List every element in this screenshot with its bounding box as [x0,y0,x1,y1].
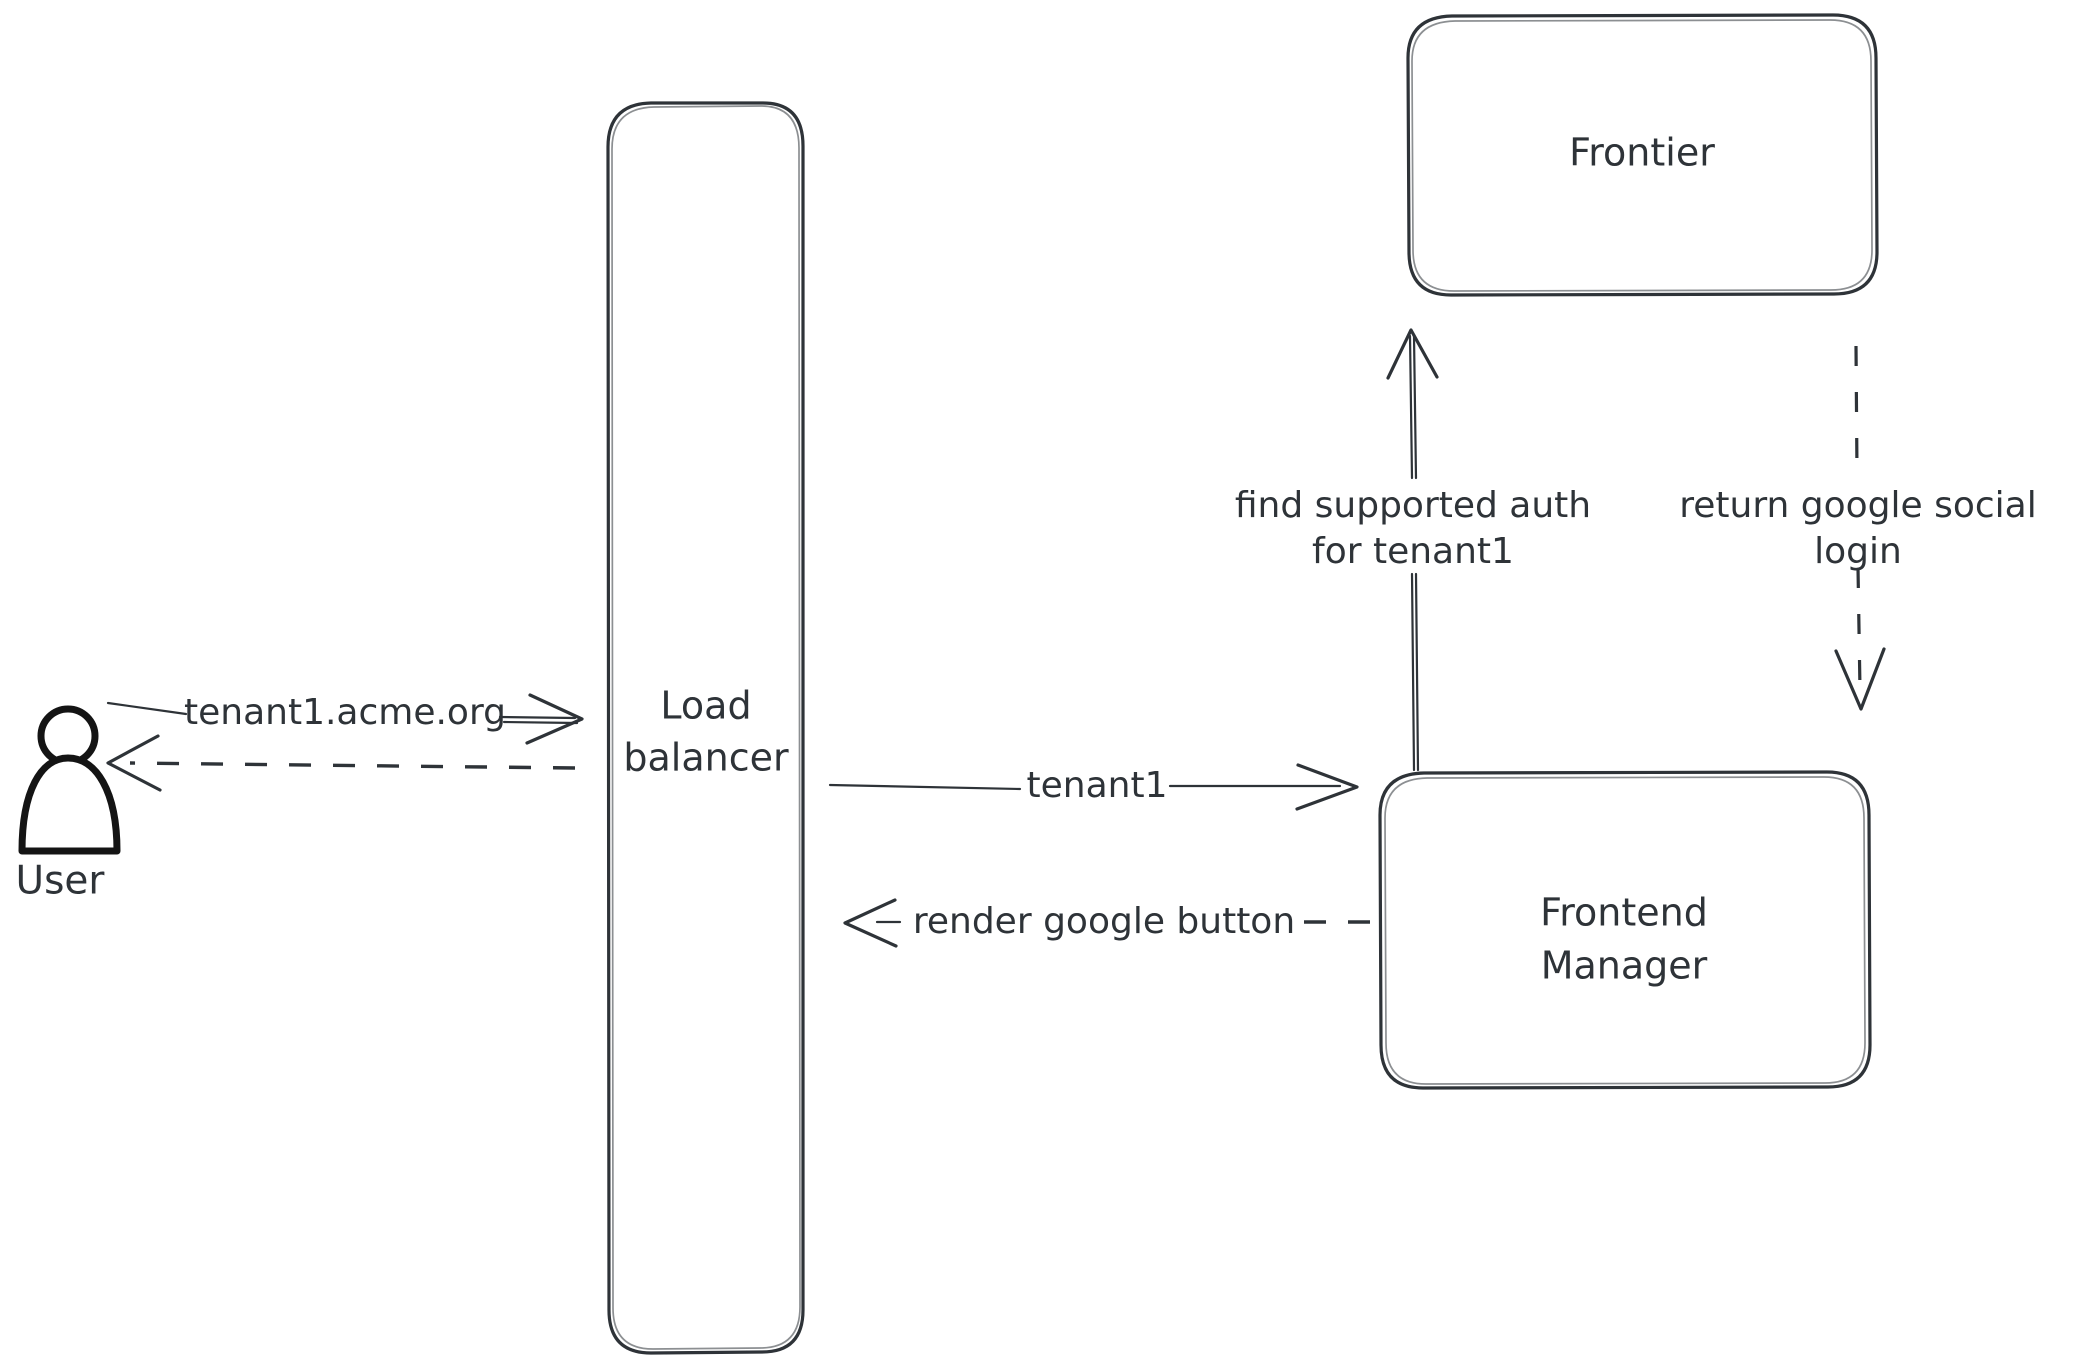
edge-load-balancer-to-user[interactable] [106,734,576,792]
edge-label-return-google-social-line1: return google social [1679,485,2037,526]
node-frontend-manager[interactable]: Frontend Manager [1378,770,1872,1090]
frontier-label: Frontier [1569,131,1715,175]
node-frontier[interactable]: Frontier [1406,13,1879,297]
edge-label-tenant1-acme-org: tenant1.acme.org [184,692,506,733]
edge-label-return-google-social-line2: login [1814,531,1902,572]
frontend-manager-label-line1: Frontend [1540,891,1708,935]
user-head-icon [37,705,99,767]
frontend-manager-label-line2: Manager [1541,944,1708,988]
edge-frontend-manager-to-load-balancer[interactable]: render google button [843,898,1370,948]
load-balancer-label-line2: balancer [623,736,789,780]
edge-load-balancer-to-frontend-manager[interactable]: tenant1 [828,763,1359,811]
edge-frontier-to-frontend-manager[interactable]: return google social login [1679,345,2037,711]
user-body-icon [18,754,121,855]
node-load-balancer[interactable]: Load balancer [606,101,805,1355]
user-label: User [16,859,106,904]
edge-label-find-supported-auth-line2: for tenant1 [1312,531,1514,572]
edge-user-to-load-balancer[interactable]: tenant1.acme.org [106,692,584,745]
edge-label-find-supported-auth-line1: find supported auth [1235,485,1591,526]
edge-label-tenant1: tenant1 [1027,765,1168,806]
edge-frontend-manager-to-frontier[interactable]: find supported auth for tenant1 [1235,328,1591,772]
node-user[interactable]: User [10,700,135,904]
edge-label-render-google-button: render google button [913,901,1295,942]
load-balancer-label-line1: Load [660,684,751,728]
